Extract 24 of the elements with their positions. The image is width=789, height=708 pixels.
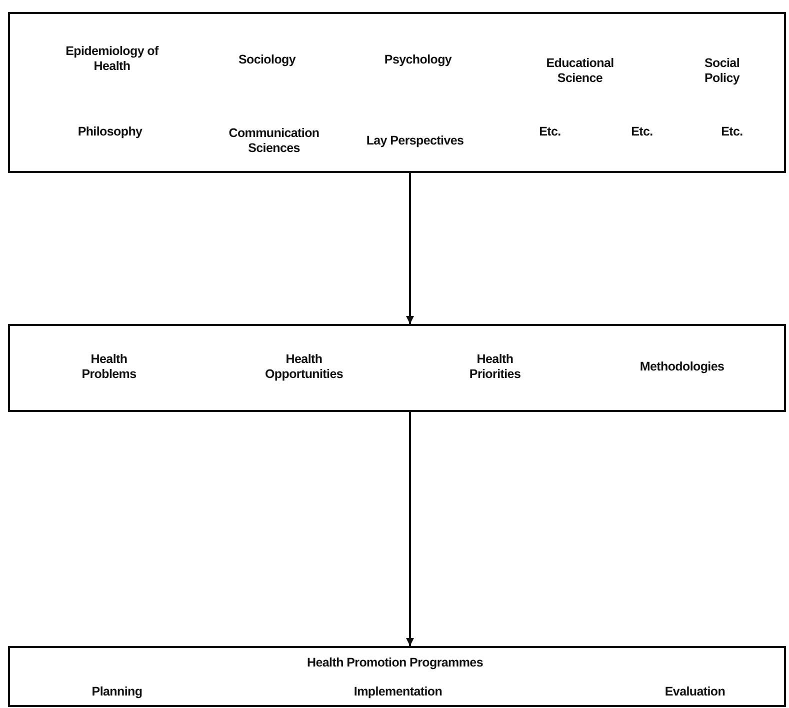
topic-label: Sociology: [238, 52, 296, 68]
topic-label: Health Opportunities: [264, 352, 344, 382]
topic-label: Health Priorities: [468, 352, 522, 382]
topic-label: Health Problems: [80, 352, 138, 382]
group-box: [8, 646, 786, 707]
topic-label: Lay Perspectives: [366, 134, 464, 148]
arrow: [406, 173, 414, 324]
topic-label: Communication Sciences: [228, 126, 320, 156]
topic-label: Social Policy: [703, 56, 741, 86]
topic-label: Philosophy: [78, 124, 142, 140]
group-box: [8, 324, 786, 412]
topic-label: Methodologies: [640, 360, 724, 374]
topic-label: Psychology: [384, 52, 452, 68]
topic-label: Epidemiology of Health: [64, 44, 160, 74]
box-heading: Health Promotion Programmes: [307, 656, 483, 670]
topic-label: Etc.: [539, 124, 561, 140]
group-box: [8, 12, 786, 173]
topic-label: Etc.: [721, 124, 743, 140]
topic-label: Educational Science: [545, 56, 615, 86]
arrow: [406, 412, 414, 646]
topic-label: Etc.: [631, 124, 653, 140]
topic-label: Implementation: [354, 684, 442, 700]
topic-label: Evaluation: [664, 684, 726, 700]
topic-label: Planning: [92, 684, 142, 700]
